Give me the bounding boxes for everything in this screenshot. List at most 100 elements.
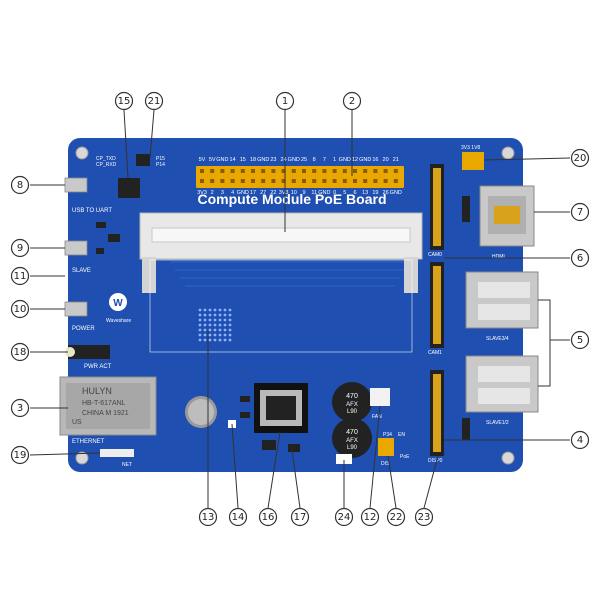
cam0-label: CAM0 [428,252,442,258]
via-dot [203,318,207,322]
via-dot [228,328,232,332]
header-label-bottom: 19 [372,190,378,196]
slave-label: SLAVE [72,268,91,274]
header-label-top: 25 [301,157,307,163]
header-pin [251,179,255,183]
header-label-top: 5V [209,157,216,163]
via-dot [208,318,212,322]
callout-number: 18 [14,347,27,358]
callout-number: 1 [282,96,288,107]
header-label-top: GND [257,157,269,163]
header-label-bottom: 3V3 [197,190,207,196]
header-pin [363,179,368,183]
callout-number: 3 [17,403,23,414]
gpio-header [196,166,404,188]
header-label-bottom: 5 [343,190,346,196]
via-dot [208,308,212,312]
callout-23: 23 [414,507,434,527]
via-dot [228,308,232,312]
net-connector [100,449,134,457]
header-pin [220,179,225,183]
header-label-bottom: GND [318,190,330,196]
callout-number: 6 [577,253,583,264]
header-label-top: 23 [270,157,276,163]
smd-component [288,444,300,452]
header-pin [373,179,378,183]
header-pin [312,179,317,183]
callout-number: 14 [232,512,245,523]
via-dot [213,308,217,312]
via-dot [213,313,217,317]
callout-21: 21 [144,91,164,111]
svg-text:AFX: AFX [346,438,358,444]
header-label-top: 7 [323,157,326,163]
header-pin [393,179,398,183]
via-dot [198,308,202,312]
pwr-act-label: PWR ACT [84,364,112,370]
smd-component [96,222,106,228]
callout-number: 11 [14,271,27,282]
via-dot [208,323,212,327]
header-pin [363,169,368,173]
callout-2: 2 [342,91,362,111]
rj45-text-2: HB-T-617ANL [82,400,126,407]
header-pin [342,169,347,173]
callout-number: 23 [418,512,431,523]
callout-number: 17 [294,512,307,523]
p15-label: P15 [156,156,165,162]
header-label-top: 1 [333,157,336,163]
mounting-hole [501,146,515,160]
callout-1: 1 [275,91,295,111]
via-dot [228,318,232,322]
header-label-bottom: 2 [211,190,214,196]
header-pin [230,179,235,183]
header-label-bottom: 9 [302,190,305,196]
callout-15: 15 [114,91,134,111]
header-label-top: 21 [393,157,399,163]
via-dot [203,338,207,342]
callout-number: 16 [262,512,275,523]
callout-number: 5 [577,335,583,346]
via-dot [208,313,212,317]
brand-label: Waveshare [106,318,131,324]
mounting-hole [75,451,89,465]
callout-4: 4 [570,430,590,450]
header-pin [322,179,327,183]
header-label-top: GND [339,157,351,163]
smd-component [336,454,352,464]
header-label-bottom: 26 [383,190,389,196]
via-dot [208,338,212,342]
electrolytic-capacitor [185,396,217,428]
via-dot [208,333,212,337]
svg-text:W: W [113,298,123,309]
header-label-bottom: GND [390,190,402,196]
header-pin [210,169,215,173]
header-pin [281,179,286,183]
header-pin [220,169,225,173]
callout-16: 16 [258,507,278,527]
hdmi-label: HDMI [492,254,505,260]
header-label-top: 12 [352,157,358,163]
via-dot [228,323,232,327]
via-dot [218,313,222,317]
header-label-bottom: GND [237,190,249,196]
header-pin [281,169,286,173]
via-dot [203,313,207,317]
header-label-bottom: 10 [291,190,297,196]
header-pin [200,179,204,183]
mounting-hole [501,451,515,465]
net-label: NET [122,462,132,468]
via-dot [218,338,222,342]
waveshare-logo: W [109,293,127,311]
leader-lines [29,109,571,509]
callout-14: 14 [228,507,248,527]
via-dot [203,328,207,332]
smd-component [240,412,250,418]
via-dot [218,328,222,332]
header-label-top: 24 [281,157,287,163]
header-pin [373,169,378,173]
callout-number: 8 [17,180,23,191]
header-pin [312,169,317,173]
header-pin [271,169,276,173]
capacitor-470-top: 470 AFX L90 [332,382,372,422]
